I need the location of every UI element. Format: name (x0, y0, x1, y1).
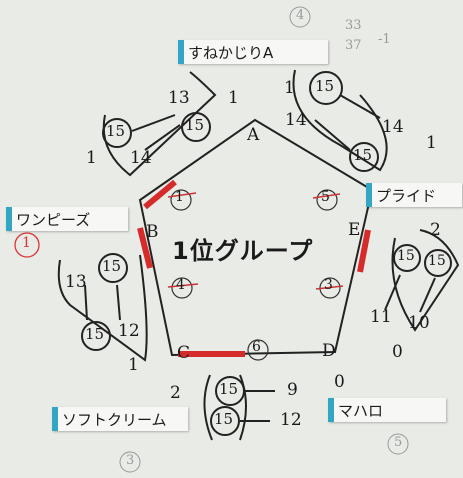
score: 15 (102, 257, 122, 275)
score: 14 (130, 148, 152, 168)
team-card-sunekajiri: すねかじりA (178, 40, 328, 64)
team-name: マハロ (338, 401, 384, 420)
score: 15 (85, 325, 105, 343)
score: 15 (106, 122, 126, 140)
strike-4 (167, 283, 199, 288)
rank-mark: 5 (394, 435, 403, 450)
score: 15 (353, 146, 373, 164)
match-number-3: 3 (324, 277, 333, 293)
score: 15 (428, 253, 446, 269)
tally: 1 (86, 148, 97, 168)
score: 11 (370, 307, 392, 327)
match-number-6: 6 (252, 339, 261, 355)
tally: 2 (430, 220, 441, 240)
pentagon-outline (138, 118, 374, 357)
vertex-c: C (177, 343, 191, 363)
team-card-onepiece: ワンピーズ (6, 207, 128, 231)
score: 15 (397, 248, 415, 264)
vertex-a: A (247, 125, 260, 145)
team-name: ワンピーズ (16, 210, 91, 229)
team-card-mahalo: マハロ (328, 398, 446, 422)
team-name: プライド (376, 186, 437, 205)
team-name: すねかじりA (188, 43, 274, 62)
rank-mark: 3 (126, 453, 135, 468)
match-circle-5 (316, 189, 338, 211)
tally: 1 (426, 133, 437, 153)
score: 10 (408, 313, 430, 333)
score: 15 (214, 410, 234, 428)
team-card-pride: プライド (366, 183, 462, 207)
red-edge-e (357, 229, 371, 273)
tally: 0 (392, 342, 403, 362)
strike-5 (312, 193, 341, 199)
match-number-5: 5 (321, 189, 330, 205)
match-number-4: 4 (176, 277, 185, 293)
score: 13 (168, 88, 190, 108)
score: 14 (285, 110, 307, 130)
vertex-d: D (322, 341, 336, 361)
team-name: ソフトクリーム (62, 410, 167, 429)
group-title: 1位グループ (172, 237, 314, 265)
match-circle-4 (171, 277, 193, 299)
tally: 0 (334, 372, 345, 392)
corner-mark: 33 (345, 18, 362, 33)
corner-mark: -1 (378, 32, 391, 47)
corner-mark: 37 (345, 38, 362, 53)
tally: 2 (170, 383, 181, 403)
score: 12 (118, 321, 140, 341)
score: 12 (280, 410, 302, 430)
vertex-b: B (146, 222, 159, 242)
match-circle-1 (170, 189, 192, 211)
score: 9 (287, 380, 298, 400)
red-edge-ab (143, 179, 177, 210)
team-card-softcream: ソフトクリーム (52, 407, 188, 431)
vertex-e: E (348, 220, 361, 240)
score: 15 (315, 77, 335, 95)
strike-3 (315, 285, 344, 290)
red-edge-b (137, 227, 153, 269)
match-number-1: 1 (175, 189, 184, 205)
score: 15 (185, 116, 205, 134)
score: 13 (65, 272, 87, 292)
score: 14 (382, 117, 404, 137)
rank-mark: 4 (296, 8, 305, 23)
tally: 1 (228, 88, 239, 108)
score: 15 (219, 380, 239, 398)
tally: 1 (284, 78, 295, 98)
match-circle-6 (247, 339, 269, 361)
rank-mark: 1 (22, 235, 31, 251)
tally: 1 (128, 355, 139, 375)
strike-1 (167, 192, 197, 198)
